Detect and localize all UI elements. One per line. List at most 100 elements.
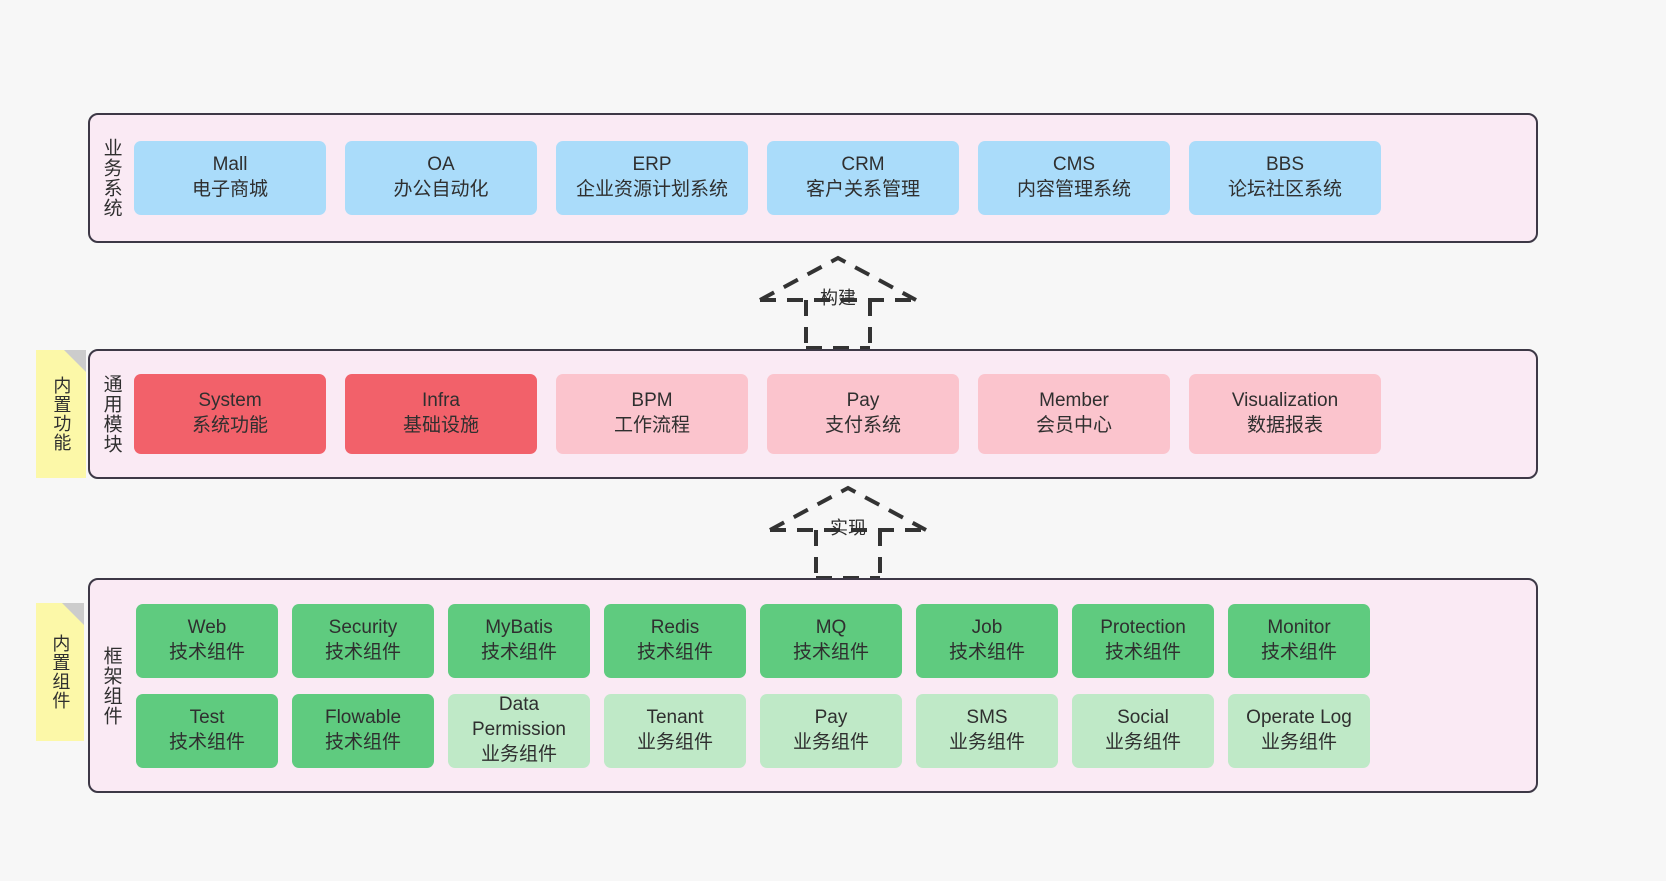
- node-title: Mall: [212, 154, 248, 176]
- sticky-note-builtin-features: 内置功能: [36, 350, 86, 478]
- node-protection[interactable]: Protection 技术组件: [1072, 603, 1214, 678]
- node-mybatis[interactable]: MyBatis 技术组件: [448, 603, 590, 678]
- node-title: Security: [328, 616, 398, 638]
- node-title: Monitor: [1267, 616, 1331, 638]
- node-subtitle: 电子商城: [191, 179, 268, 200]
- node-bpm[interactable]: BPM 工作流程: [556, 374, 748, 454]
- node-operate-log[interactable]: Operate Log 业务组件: [1228, 693, 1370, 768]
- common-node-row: System 系统功能 Infra 基础设施 BPM 工作流程 Pay 支付系统…: [134, 374, 1522, 454]
- node-erp[interactable]: ERP 企业资源计划系统: [556, 141, 748, 215]
- node-tenant[interactable]: Tenant 业务组件: [604, 693, 746, 768]
- node-pay-biz[interactable]: Pay 业务组件: [760, 693, 902, 768]
- node-monitor[interactable]: Monitor 技术组件: [1228, 603, 1370, 678]
- node-title: System: [198, 390, 262, 412]
- connector-realize: 实现: [758, 480, 938, 580]
- node-subtitle: 业务组件: [948, 731, 1025, 753]
- node-title: ERP: [632, 154, 672, 176]
- layer-framework-caption: 框架组件: [100, 645, 122, 726]
- node-title: Tenant: [646, 706, 704, 728]
- layer-common-body: System 系统功能 Infra 基础设施 BPM 工作流程 Pay 支付系统…: [132, 351, 1536, 477]
- node-title: Social: [1117, 706, 1169, 728]
- node-visualization[interactable]: Visualization 数据报表: [1189, 374, 1381, 454]
- node-title: Protection: [1100, 616, 1186, 638]
- layer-business-system: 业务系统 Mall 电子商城 OA 办公自动化 ERP 企业资源计划系统 CRM…: [88, 113, 1538, 243]
- node-subtitle: 业务组件: [1104, 731, 1181, 753]
- sticky-note-label: 内置功能: [51, 376, 72, 452]
- node-title: SMS: [966, 706, 1008, 728]
- node-subtitle: 系统功能: [191, 415, 268, 436]
- node-subtitle: 技术组件: [1104, 641, 1181, 663]
- node-redis[interactable]: Redis 技术组件: [604, 603, 746, 678]
- node-pay[interactable]: Pay 支付系统: [767, 374, 959, 454]
- node-subtitle: 业务组件: [792, 731, 869, 753]
- node-subtitle: 内容管理系统: [1016, 179, 1131, 200]
- node-subtitle: 技术组件: [1260, 641, 1337, 663]
- node-title: Pay: [814, 706, 848, 728]
- node-title: BBS: [1265, 154, 1305, 176]
- node-subtitle: 论坛社区系统: [1227, 179, 1342, 200]
- node-title: Pay: [846, 390, 880, 412]
- node-subtitle: 技术组件: [168, 731, 245, 753]
- connector-build: 构建: [748, 250, 928, 350]
- node-subtitle: 支付系统: [824, 415, 901, 436]
- node-security[interactable]: Security 技术组件: [292, 603, 434, 678]
- node-title: Redis: [650, 616, 700, 638]
- node-cms[interactable]: CMS 内容管理系统: [978, 141, 1170, 215]
- node-title: Test: [189, 706, 225, 728]
- node-infra[interactable]: Infra 基础设施: [345, 374, 537, 454]
- sticky-note-builtin-components: 内置组件: [36, 603, 84, 741]
- generalization-arrow-icon: [759, 255, 917, 350]
- sticky-note-label: 内置组件: [50, 634, 71, 710]
- node-subtitle: 技术组件: [792, 641, 869, 663]
- node-subtitle: 技术组件: [480, 641, 557, 663]
- node-sms[interactable]: SMS 业务组件: [916, 693, 1058, 768]
- node-subtitle: 技术组件: [324, 641, 401, 663]
- node-title: Flowable: [324, 706, 402, 728]
- node-subtitle: 业务组件: [480, 743, 557, 765]
- layer-business-body: Mall 电子商城 OA 办公自动化 ERP 企业资源计划系统 CRM 客户关系…: [132, 115, 1536, 241]
- layer-framework-components: 框架组件 Web 技术组件 Security 技术组件 MyBatis 技术组件…: [88, 578, 1538, 793]
- node-title: Visualization: [1231, 390, 1339, 412]
- node-test[interactable]: Test 技术组件: [136, 693, 278, 768]
- node-crm[interactable]: CRM 客户关系管理: [767, 141, 959, 215]
- node-mq[interactable]: MQ 技术组件: [760, 603, 902, 678]
- node-subtitle: 企业资源计划系统: [575, 179, 728, 200]
- node-job[interactable]: Job 技术组件: [916, 603, 1058, 678]
- node-title: Infra: [421, 390, 461, 412]
- business-node-row: Mall 电子商城 OA 办公自动化 ERP 企业资源计划系统 CRM 客户关系…: [134, 141, 1522, 215]
- layer-business-caption: 业务系统: [100, 138, 122, 218]
- node-subtitle: 会员中心: [1035, 415, 1112, 436]
- node-title: Job: [971, 616, 1003, 638]
- layer-framework-body: Web 技术组件 Security 技术组件 MyBatis 技术组件 Redi…: [132, 580, 1536, 791]
- node-subtitle: 业务组件: [636, 731, 713, 753]
- node-title: Web: [187, 616, 227, 638]
- node-subtitle: 客户关系管理: [805, 179, 920, 200]
- node-title: CRM: [841, 154, 885, 176]
- node-title: CMS: [1052, 154, 1096, 176]
- node-title: Member: [1039, 390, 1109, 412]
- node-subtitle: 办公自动化: [393, 179, 489, 200]
- layer-common-modules: 通用模块 System 系统功能 Infra 基础设施 BPM 工作流程 Pay…: [88, 349, 1538, 479]
- node-data-permission[interactable]: Data Permission 业务组件: [448, 693, 590, 768]
- node-web[interactable]: Web 技术组件: [136, 603, 278, 678]
- node-title: MQ: [815, 616, 847, 638]
- node-social[interactable]: Social 业务组件: [1072, 693, 1214, 768]
- node-system[interactable]: System 系统功能: [134, 374, 326, 454]
- node-subtitle: 技术组件: [636, 641, 713, 663]
- framework-node-row-1: Web 技术组件 Security 技术组件 MyBatis 技术组件 Redi…: [136, 603, 1522, 678]
- layer-common-caption: 通用模块: [100, 374, 122, 454]
- node-member[interactable]: Member 会员中心: [978, 374, 1170, 454]
- node-subtitle: 基础设施: [402, 415, 479, 436]
- node-subtitle: 工作流程: [613, 415, 690, 436]
- connector-build-label: 构建: [820, 288, 856, 308]
- node-flowable[interactable]: Flowable 技术组件: [292, 693, 434, 768]
- node-title: MyBatis: [485, 616, 553, 638]
- node-oa[interactable]: OA 办公自动化: [345, 141, 537, 215]
- framework-node-row-2: Test 技术组件 Flowable 技术组件 Data Permission …: [136, 693, 1522, 768]
- node-title: Operate Log: [1246, 706, 1352, 728]
- node-bbs[interactable]: BBS 论坛社区系统: [1189, 141, 1381, 215]
- connector-realize-label: 实现: [830, 518, 866, 538]
- folded-corner-icon: [64, 350, 86, 372]
- node-title: Data Permission: [472, 694, 566, 741]
- node-mall[interactable]: Mall 电子商城: [134, 141, 326, 215]
